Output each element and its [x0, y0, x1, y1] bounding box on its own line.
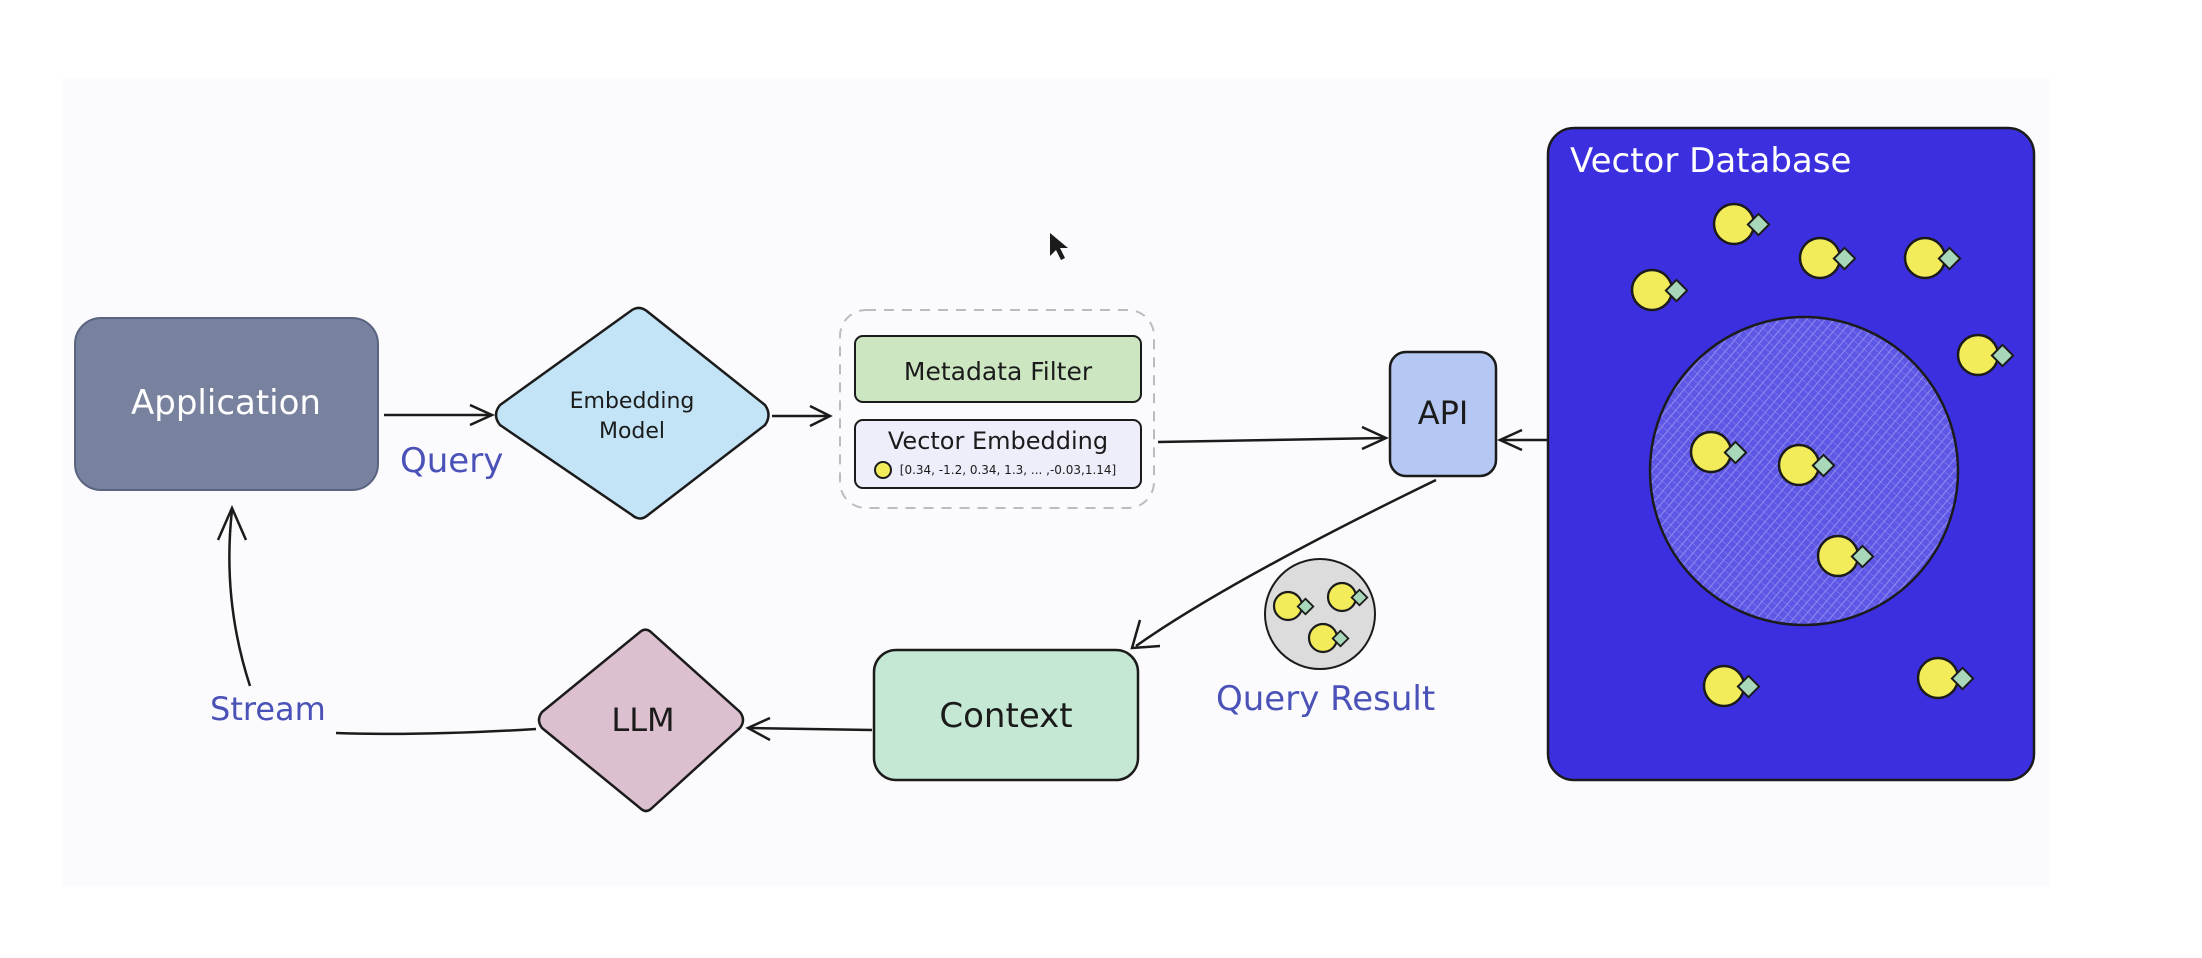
- llm-node[interactable]: LLM: [537, 628, 745, 813]
- query-group: [839, 309, 1155, 509]
- embedding-model-node[interactable]: Embedding Model: [494, 306, 770, 520]
- stream-edge-label: Stream: [210, 690, 326, 728]
- llm-label: LLM: [611, 701, 674, 739]
- context-label: Context: [939, 696, 1072, 736]
- vector-values-label: [0.34, -1.2, 0.34, 1.3, ... ,-0.03,1.14]: [900, 463, 1116, 477]
- embedding-model-label-line2: Model: [599, 419, 665, 444]
- mouse-cursor-icon: [1050, 233, 1068, 260]
- embedding-model-label-line1: Embedding: [570, 389, 695, 414]
- context-node[interactable]: Context: [872, 648, 1140, 782]
- query-result-label: Query Result: [1216, 679, 1435, 719]
- api-node[interactable]: API: [1388, 350, 1498, 478]
- vector-embedding-node[interactable]: Vector Embedding [0.34, -1.2, 0.34, 1.3,…: [854, 419, 1142, 489]
- vector-database-label: Vector Database: [1570, 141, 1851, 181]
- arrow-embedding-to-query-box: [772, 404, 833, 428]
- query-edge-label: Query: [400, 441, 503, 481]
- arrow-db-to-api: [1496, 428, 1552, 452]
- metadata-filter-label: Metadata Filter: [904, 357, 1093, 386]
- arrow-llm-to-application: [216, 504, 537, 736]
- vector-database-node[interactable]: Vector Database: [1546, 126, 2036, 782]
- embedding-point-icon: [874, 461, 892, 479]
- arrow-app-to-embedding: [384, 403, 496, 427]
- metadata-filter-node[interactable]: Metadata Filter: [854, 335, 1142, 403]
- arrow-context-to-llm: [745, 716, 873, 742]
- arrow-query-box-to-api: [1157, 425, 1390, 451]
- query-result-cluster: [1264, 558, 1376, 670]
- arrow-api-to-context: [1130, 478, 1437, 650]
- api-label: API: [1418, 394, 1469, 432]
- application-label: Application: [131, 383, 321, 423]
- application-node[interactable]: Application: [74, 317, 379, 491]
- vector-embedding-label: Vector Embedding: [888, 427, 1108, 455]
